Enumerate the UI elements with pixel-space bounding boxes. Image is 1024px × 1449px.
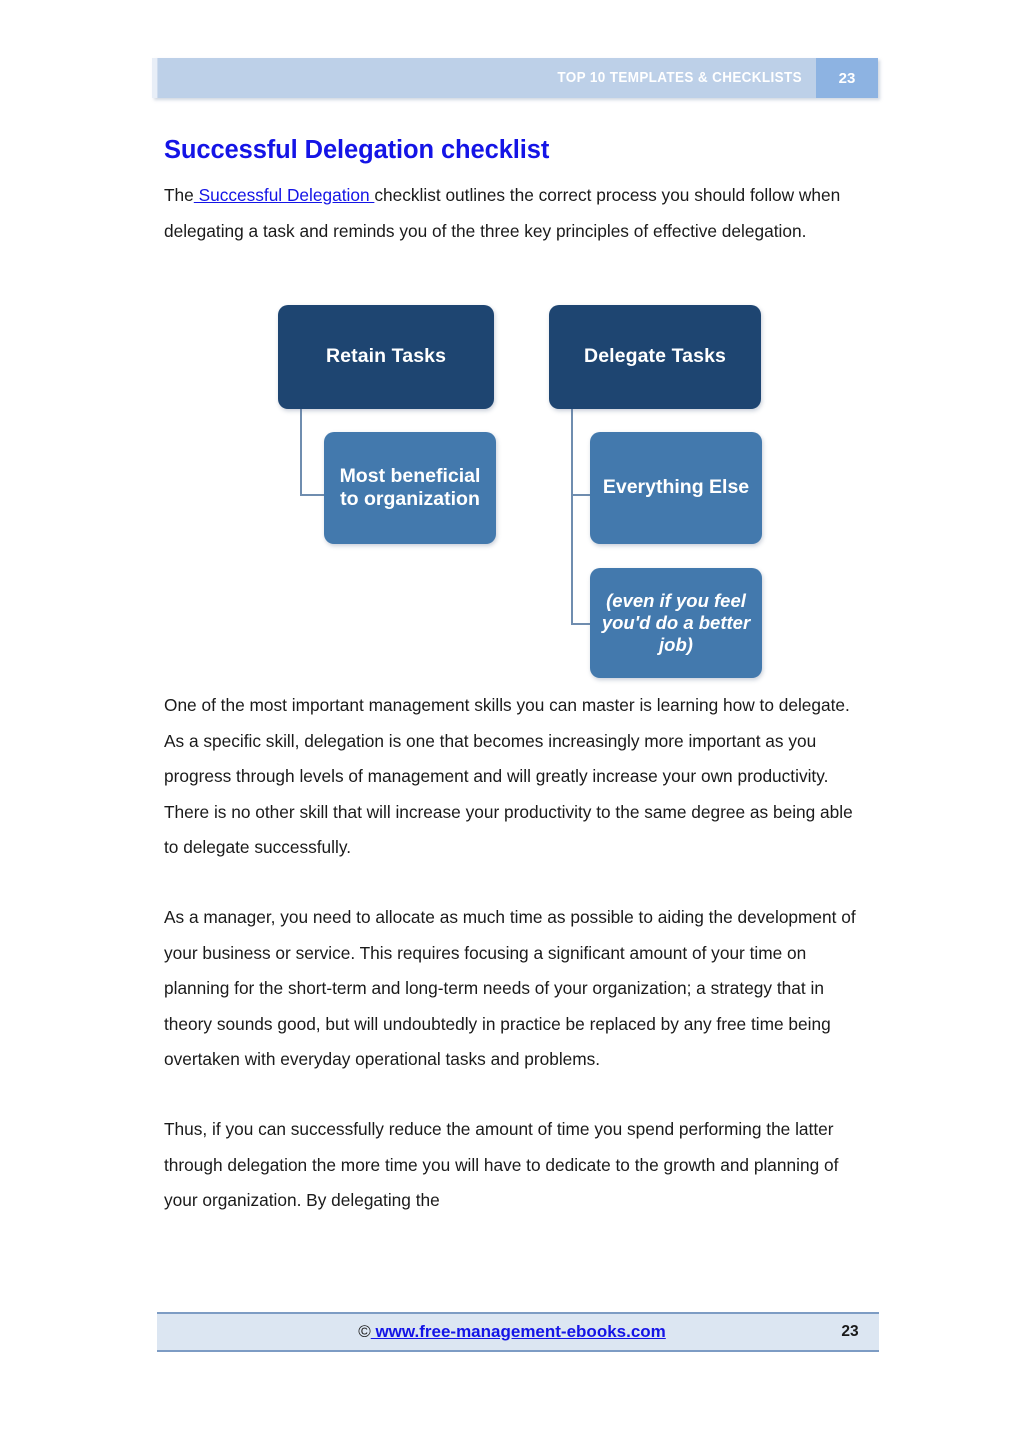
diagram-box-retain-tasks: Retain Tasks [278,305,494,409]
diagram-box-even-if-you: (even if you feel you'd do a better job) [590,568,762,678]
intro-paragraph: The Successful Delegation checklist outl… [164,178,870,249]
diagram-box-most-beneficial: Most beneficial to organization [324,432,496,544]
page-title: Successful Delegation checklist [164,136,550,164]
footer-credit: © www.free-management-ebooks.com [157,1322,821,1342]
connector-retain-vertical [300,409,302,496]
body-paragraph-1: One of the most important management ski… [164,695,853,858]
diagram-box-most-beneficial-label: Most beneficial to organization [339,464,481,510]
diagram-box-retain-tasks-label: Retain Tasks [325,345,447,368]
diagram-box-delegate-tasks-label: Delegate Tasks [584,345,726,368]
page-body: One of the most important management ski… [164,688,870,1219]
page-content: Successful Delegation checklist The Succ… [164,136,870,249]
diagram-box-everything-else-label: Everything Else [602,476,750,499]
header-title: TOP 10 TEMPLATES & CHECKLISTS [557,70,802,86]
page-header-band: TOP 10 TEMPLATES & CHECKLISTS 23 [152,58,878,98]
body-paragraph-3: Thus, if you can successfully reduce the… [164,1118,839,1211]
delegation-diagram: Retain Tasks Most beneficial to organiza… [270,296,790,686]
connector-delegate-vertical [571,409,573,624]
copyright-icon: © [358,1322,371,1341]
footer-website-link[interactable]: www.free-management-ebooks.com [370,1322,666,1341]
diagram-box-delegate-tasks: Delegate Tasks [549,305,761,409]
intro-after-link: checklist outlines the correct process y… [164,185,841,241]
connector-delegate-horizontal-1 [571,494,593,496]
body-paragraph-2: As a manager, you need to allocate as mu… [164,906,856,1070]
intro-before-link: The [164,185,194,206]
diagram-box-everything-else: Everything Else [590,432,762,544]
header-page-number: 23 [816,58,878,98]
header-title-area: TOP 10 TEMPLATES & CHECKLISTS [158,58,816,98]
successful-delegation-link[interactable]: Successful Delegation [193,185,375,206]
paragraph-spacer [164,866,870,900]
header-left-edge [152,58,158,98]
diagram-box-even-if-you-label: (even if you feel you'd do a better job) [601,589,751,656]
connector-delegate-horizontal-2 [571,623,593,625]
paragraph-spacer [164,1078,870,1112]
footer-page-number: 23 [841,1323,859,1340]
page-footer-band: © www.free-management-ebooks.com 23 [157,1312,879,1352]
connector-retain-horizontal [300,494,328,496]
